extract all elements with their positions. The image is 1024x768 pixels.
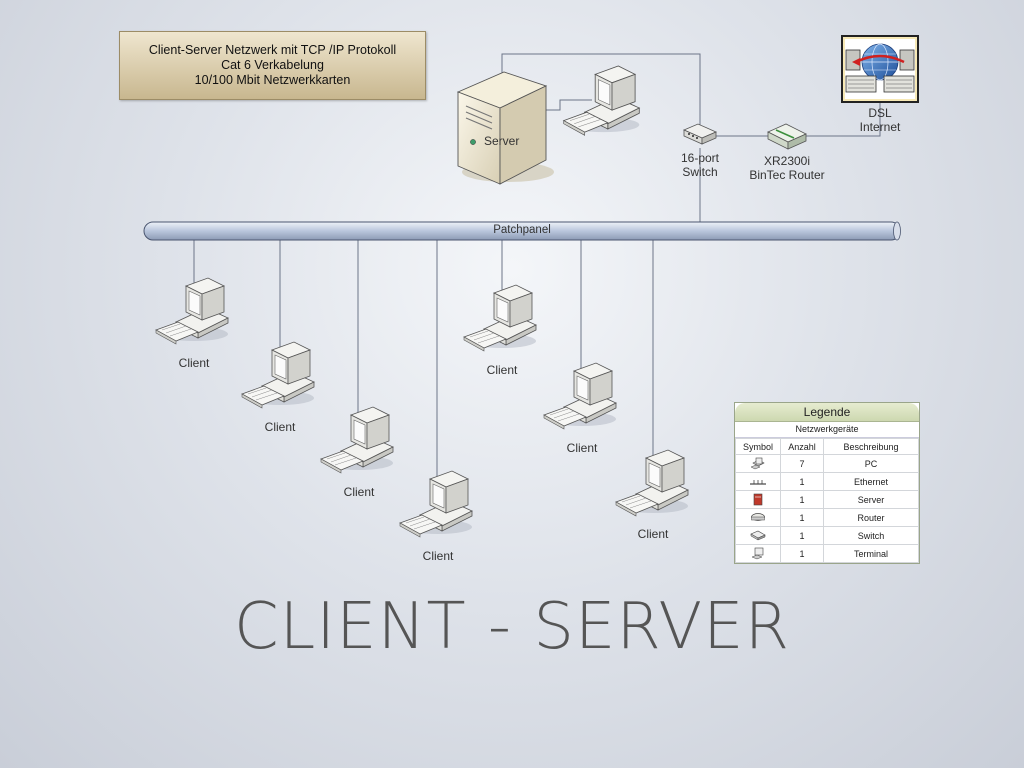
client-label: Client — [637, 527, 669, 541]
legend-count: 1 — [780, 490, 824, 509]
client-label: Client — [264, 420, 296, 434]
legend-row: 1 Terminal — [735, 544, 919, 563]
legend-desc: Terminal — [823, 544, 919, 563]
client-pc-icon — [155, 277, 229, 345]
legend-row: 1 Switch — [735, 526, 919, 545]
client-pc-icon — [543, 362, 617, 430]
router-label-line: BinTec Router — [749, 168, 825, 182]
legend-desc: Server — [823, 490, 919, 509]
client-pc-icon — [320, 406, 394, 474]
pc-icon — [735, 454, 781, 473]
legend-count: 7 — [780, 454, 824, 473]
legend-row: 1 Ethernet — [735, 472, 919, 491]
legend-col-header: Anzahl — [780, 438, 824, 455]
client-label: Client — [422, 549, 454, 563]
server-icon — [735, 490, 781, 509]
internet-globe-icon — [841, 35, 919, 103]
router-label-line: XR2300i — [763, 154, 811, 168]
terminal-cable — [545, 99, 592, 111]
legend-row: 1 Server — [735, 490, 919, 509]
server-label: Server — [484, 134, 520, 148]
legend-desc: Ethernet — [823, 472, 919, 491]
legend-subtitle: Netzwerkgeräte — [735, 422, 919, 438]
info-line: Client-Server Netzwerk mit TCP /IP Proto… — [148, 43, 397, 57]
ethernet-icon — [735, 472, 781, 491]
client-label: Client — [566, 441, 598, 455]
router-internet-cable — [805, 100, 881, 137]
terminal-icon — [735, 544, 781, 563]
legend-count: 1 — [780, 508, 824, 527]
switch-label-line: Switch — [682, 165, 718, 179]
legend-row: 1 Router — [735, 508, 919, 527]
internet-label: DSL Internet — [854, 106, 906, 134]
legend-panel: Legende Netzwerkgeräte Symbol Anzahl Bes… — [734, 402, 920, 564]
legend-count: 1 — [780, 526, 824, 545]
info-line: 10/100 Mbit Netzwerkkarten — [194, 73, 351, 87]
switch-label: 16-port Switch — [676, 151, 724, 179]
legend-desc: Router — [823, 508, 919, 527]
switch-label-line: 16-port — [680, 151, 720, 165]
client-pc-icon — [463, 284, 537, 352]
server-icon — [456, 71, 554, 185]
router-icon — [735, 508, 781, 527]
internet-label-line: Internet — [859, 120, 901, 134]
cables — [193, 53, 881, 480]
legend-desc: Switch — [823, 526, 919, 545]
legend-desc: PC — [823, 454, 919, 473]
router-icon — [767, 123, 807, 150]
legend-col-header: Beschreibung — [823, 438, 919, 455]
legend-row: 7 PC — [735, 454, 919, 473]
slide-title: CLIENT - SERVER — [233, 590, 791, 664]
client-pc-icon — [399, 470, 473, 538]
patchpanel-label: Patchpanel — [493, 224, 551, 236]
switch-icon — [683, 123, 717, 145]
legend-title: Legende — [735, 403, 919, 422]
legend-count: 1 — [780, 544, 824, 563]
client-label: Client — [486, 363, 518, 377]
legend-count: 1 — [780, 472, 824, 491]
switch-icon — [735, 526, 781, 545]
internet-label-line: DSL — [868, 106, 892, 120]
client-pc-icon — [615, 449, 689, 517]
info-line: Cat 6 Verkabelung — [221, 58, 324, 72]
router-label: XR2300i BinTec Router — [742, 154, 832, 182]
legend-col-header: Symbol — [735, 438, 781, 455]
legend-table: Symbol Anzahl Beschreibung 7 PC 1 Ethern… — [735, 438, 919, 563]
legend-header-row: Symbol Anzahl Beschreibung — [735, 438, 919, 455]
network-info-box: Client-Server Netzwerk mit TCP /IP Proto… — [119, 31, 426, 100]
client-label: Client — [343, 485, 375, 499]
terminal-icon — [563, 65, 640, 136]
patchpanel — [143, 221, 901, 241]
client-label: Client — [178, 356, 210, 370]
client-pc-icon — [241, 341, 315, 409]
